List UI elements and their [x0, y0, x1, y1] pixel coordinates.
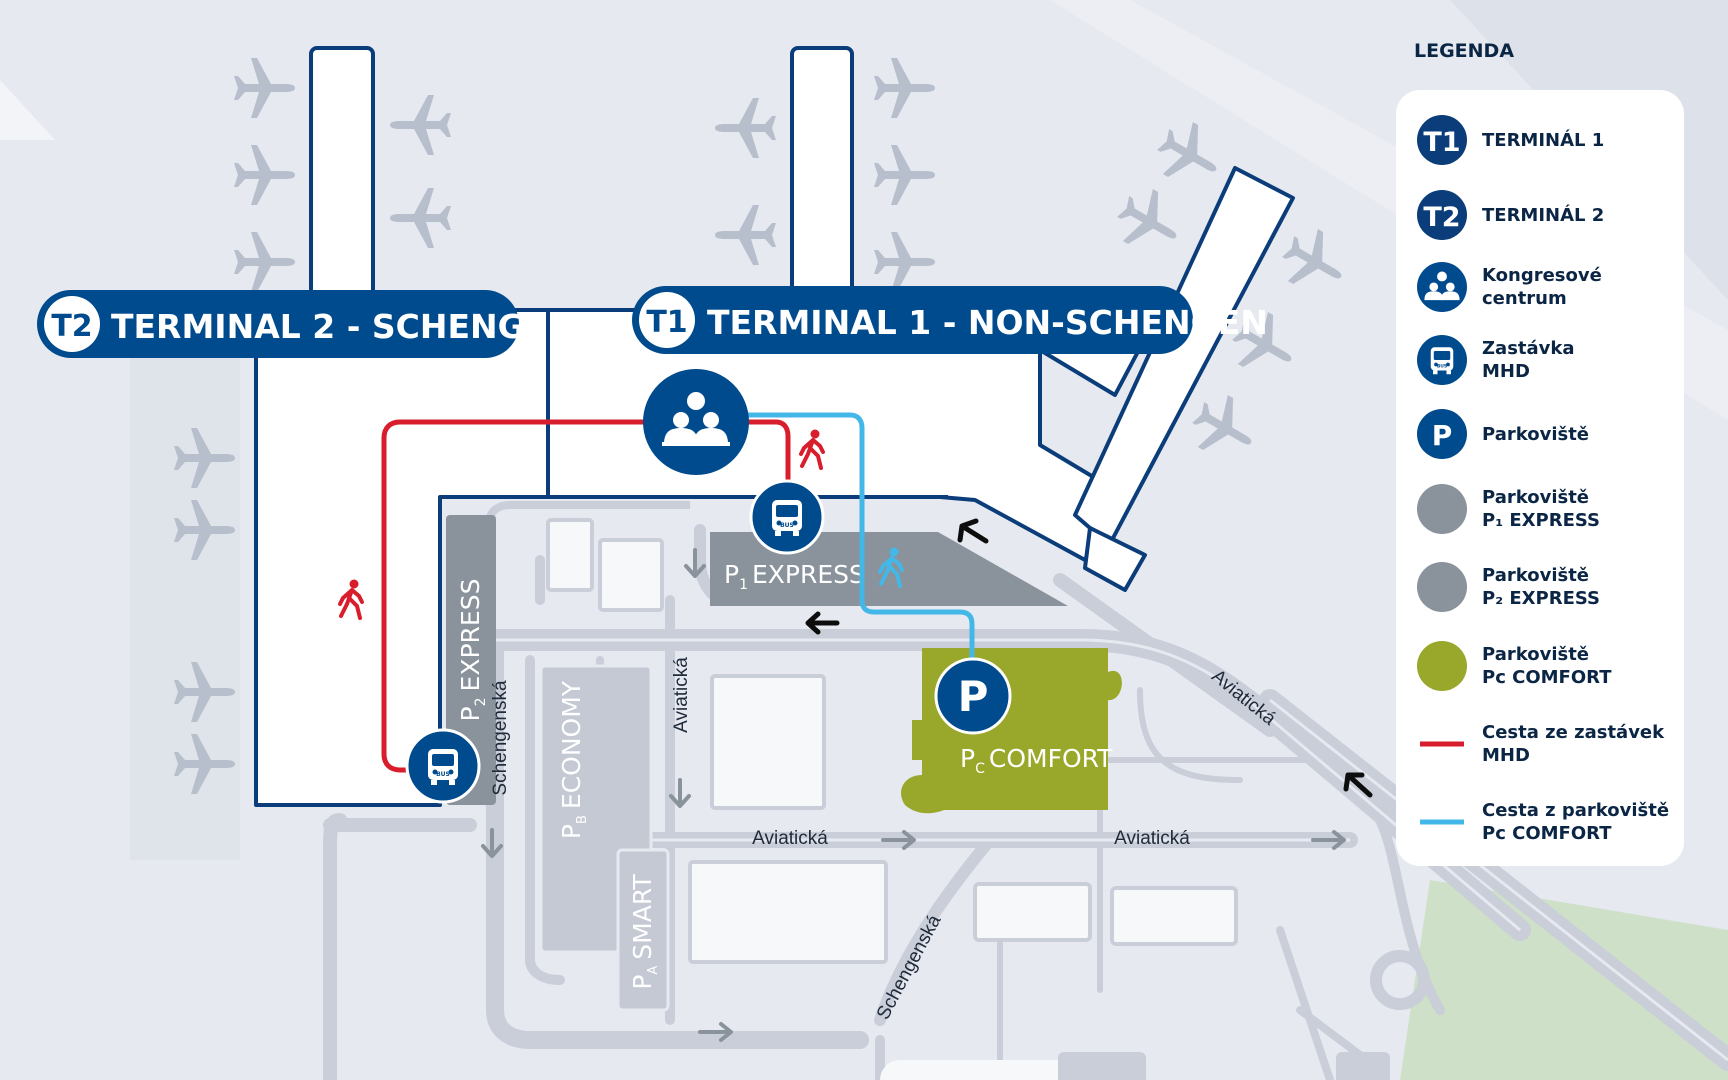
legend-label: TERMINÁL 1	[1482, 129, 1605, 151]
road-label-aviaticka: Aviatická	[752, 828, 828, 849]
arrow-right-icon	[1311, 830, 1346, 850]
red-line-swatch	[1416, 718, 1468, 770]
legend-item-p2-express: Parkoviště P₂ EXPRESS	[1416, 557, 1676, 617]
parking-icon: P	[1416, 408, 1468, 460]
bus-stop-marker[interactable]	[405, 728, 481, 804]
svg-text:P: P	[1432, 419, 1453, 452]
legend-label: Zastávka MHD	[1482, 338, 1575, 382]
legend-item-congress: Kongresové centrum	[1416, 257, 1676, 317]
legend-item-parking: P Parkoviště	[1416, 404, 1676, 464]
legend-label: Parkoviště Pc COMFORT	[1482, 644, 1612, 688]
blue-line-swatch	[1416, 796, 1468, 848]
legend-label: Cesta z parkoviště Pc COMFORT	[1482, 800, 1670, 844]
legend-title: LEGENDA	[1414, 40, 1515, 62]
road-label-aviaticka: Aviatická	[671, 657, 692, 733]
legend-label: Cesta ze zastávek MHD	[1482, 722, 1665, 766]
legend-label: Parkoviště P₂ EXPRESS	[1482, 565, 1600, 609]
arrow-left-icon	[805, 611, 840, 635]
parking-pa-smart[interactable]: PASMART	[616, 848, 670, 1012]
legend-item-terminal-1: T1 TERMINÁL 1	[1416, 110, 1676, 170]
congress-people-icon	[1416, 261, 1468, 313]
arrow-right-icon	[698, 1022, 733, 1042]
arrow-upleft-icon	[1343, 772, 1373, 798]
green-parking-swatch	[1416, 640, 1468, 692]
road-label-schengenska: Schengenská	[490, 680, 511, 796]
svg-text:PBECONOMY: PBECONOMY	[557, 680, 590, 839]
legend-item-red-route: Cesta ze zastávek MHD	[1416, 714, 1676, 774]
arrow-down-icon	[481, 828, 503, 858]
gray-parking-swatch	[1416, 483, 1468, 535]
legend-label: Parkoviště P₁ EXPRESS	[1482, 487, 1600, 531]
legend-panel: T1 TERMINÁL 1 T2 TERMINÁL 2 Kongresové c…	[1396, 90, 1684, 866]
t2-badge: T2	[51, 309, 92, 344]
arrow-down-icon	[684, 548, 706, 578]
t2-icon: T2	[1416, 189, 1468, 241]
legend-item-p1-express: Parkoviště P₁ EXPRESS	[1416, 479, 1676, 539]
t1-badge: T1	[646, 305, 687, 340]
svg-text:T1: T1	[1423, 127, 1460, 158]
svg-text:PASMART: PASMART	[628, 874, 661, 990]
svg-text:P: P	[958, 672, 989, 721]
parking-marker[interactable]: P	[934, 657, 1012, 735]
legend-label: Kongresové centrum	[1482, 265, 1602, 309]
t1-icon: T1	[1416, 114, 1468, 166]
legend-item-terminal-2: T2 TERMINÁL 2	[1416, 185, 1676, 245]
legend-item-bus-stop: Zastávka MHD	[1416, 330, 1676, 390]
terminal-1-banner[interactable]: T1 TERMINAL 1 - NON-SCHENGEN	[632, 286, 1268, 354]
svg-text:T2: T2	[1423, 202, 1460, 233]
arrow-upleft-icon	[957, 518, 989, 544]
svg-text:P2EXPRESS: P2EXPRESS	[456, 579, 489, 722]
congress-center-marker[interactable]	[643, 369, 749, 475]
blue-walking-route	[745, 412, 975, 670]
terminal-2-banner[interactable]: T2 TERMINAL 2 - SCHENGEN	[37, 290, 575, 358]
bus-stop-marker[interactable]	[749, 479, 825, 555]
bus-stop-icon	[1416, 334, 1468, 386]
terminal-1-label: TERMINAL 1 - NON-SCHENGEN	[707, 303, 1268, 342]
legend-label: TERMINÁL 2	[1482, 204, 1605, 226]
gray-parking-swatch	[1416, 561, 1468, 613]
legend-label: Parkoviště	[1482, 423, 1590, 445]
arrow-right-icon	[881, 830, 916, 850]
legend-item-blue-route: Cesta z parkoviště Pc COMFORT	[1416, 792, 1676, 852]
arrow-down-icon	[669, 778, 691, 808]
terminal-2-label: TERMINAL 2 - SCHENGEN	[111, 307, 575, 346]
legend-item-pc-comfort: Parkoviště Pc COMFORT	[1416, 636, 1676, 696]
road-label-aviaticka: Aviatická	[1114, 828, 1190, 849]
red-walking-route	[381, 419, 791, 773]
